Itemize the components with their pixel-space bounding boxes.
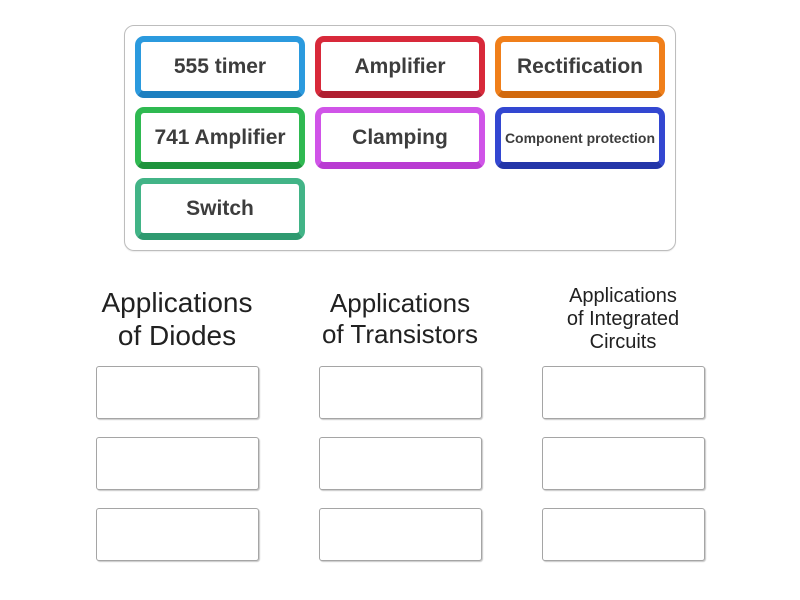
category-title-diodes: Applications of Diodes: [82, 276, 272, 362]
drop-slot-diodes-3[interactable]: [95, 508, 259, 561]
drop-slot-transistors-1[interactable]: [318, 366, 482, 419]
drop-slot-integrated-circuits-2[interactable]: [541, 437, 705, 490]
tile-label: 741 Amplifier: [154, 126, 286, 149]
drop-slot-transistors-2[interactable]: [318, 437, 482, 490]
category-title-transistors: Applications of Transistors: [305, 276, 495, 362]
category-column-diodes: Applications of Diodes: [67, 276, 287, 579]
tile-label: Clamping: [352, 126, 448, 149]
tile-label: Amplifier: [354, 55, 446, 78]
tile-label: Component protection: [504, 129, 656, 146]
tile-label: 555 timer: [173, 55, 267, 78]
tile-tray: 555 timer Amplifier Rectification 741 Am…: [124, 25, 676, 251]
draggable-tile-amplifier[interactable]: Amplifier: [315, 36, 485, 98]
draggable-tile-clamping[interactable]: Clamping: [315, 107, 485, 169]
drop-slot-integrated-circuits-1[interactable]: [541, 366, 705, 419]
draggable-tile-555-timer[interactable]: 555 timer: [135, 36, 305, 98]
tile-label: Rectification: [516, 55, 644, 78]
category-title-line: of Diodes: [117, 320, 237, 351]
category-column-integrated-circuits: Applications of Integrated Circuits: [513, 276, 733, 579]
draggable-tile-switch[interactable]: Switch: [135, 178, 305, 240]
draggable-tile-rectification[interactable]: Rectification: [495, 36, 665, 98]
category-title-line: of Transistors: [321, 319, 479, 349]
category-title-line: Applications: [329, 288, 471, 318]
drop-slot-transistors-3[interactable]: [318, 508, 482, 561]
drop-slot-diodes-1[interactable]: [95, 366, 259, 419]
drop-slot-integrated-circuits-3[interactable]: [541, 508, 705, 561]
category-title-integrated-circuits: Applications of Integrated Circuits: [528, 276, 718, 362]
tile-label: Switch: [186, 197, 254, 220]
category-column-transistors: Applications of Transistors: [290, 276, 510, 579]
category-title-line: of Integrated: [566, 307, 680, 330]
draggable-tile-component-protection[interactable]: Component protection: [495, 107, 665, 169]
category-title-line: Applications: [101, 287, 253, 318]
drop-slot-diodes-2[interactable]: [95, 437, 259, 490]
category-title-line: Applications: [569, 284, 677, 307]
draggable-tile-741-amplifier[interactable]: 741 Amplifier: [135, 107, 305, 169]
category-title-line: Circuits: [589, 330, 657, 353]
